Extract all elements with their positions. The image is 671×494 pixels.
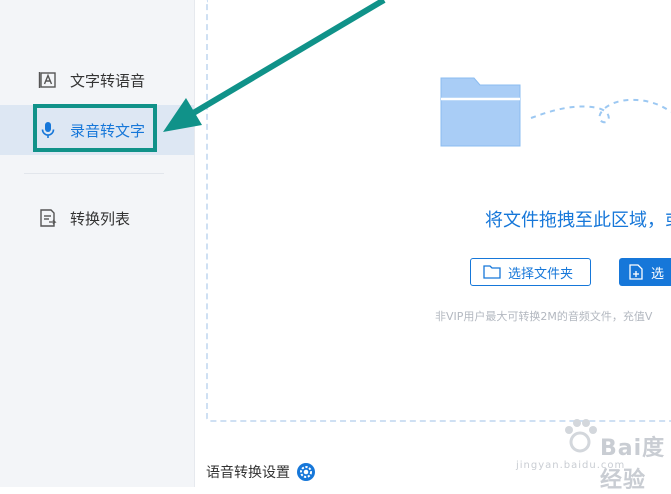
divider [24, 173, 164, 174]
vip-limit-hint: 非VIP用户最大可转换2M的音频文件，充值V [435, 310, 653, 323]
voice-conversion-settings[interactable]: 语音转换设置 [206, 462, 316, 482]
sidebar-item-conversion-list[interactable]: 转换列表 [0, 193, 194, 243]
sidebar-item-text-to-speech[interactable]: 文字转语音 [0, 55, 194, 105]
select-file-label: 选 [651, 266, 665, 282]
sidebar: 文字转语音 录音转文字 转换列表 [0, 0, 195, 487]
add-file-icon [629, 264, 643, 280]
gear-icon[interactable] [296, 462, 316, 482]
sidebar-item-label: 转换列表 [70, 209, 131, 228]
folder-illustration-icon [440, 77, 521, 147]
select-folder-button[interactable]: 选择文件夹 [470, 258, 591, 286]
select-folder-label: 选择文件夹 [508, 266, 574, 282]
paw-logo-icon [565, 419, 597, 453]
microphone-icon [38, 120, 58, 140]
dashed-arrow-icon [530, 98, 671, 124]
folder-icon [483, 264, 501, 280]
document-list-icon [38, 208, 58, 228]
text-a-icon [38, 70, 58, 90]
annotation-highlight-box [33, 104, 157, 152]
baidu-jingyan-watermark: Bai度经验 jingyan.baidu.com [510, 410, 671, 493]
sidebar-item-label: 录音转文字 [70, 121, 146, 140]
sidebar-item-label: 文字转语音 [70, 71, 146, 90]
sidebar-item-speech-to-text[interactable]: 录音转文字 [0, 105, 194, 155]
settings-label: 语音转换设置 [206, 465, 290, 481]
watermark-url: jingyan.baidu.com [516, 460, 626, 471]
file-drop-zone[interactable] [206, 0, 671, 422]
drop-instruction-text: 将文件拖拽至此区域，或 [485, 210, 671, 231]
select-file-button[interactable]: 选 [619, 258, 671, 286]
